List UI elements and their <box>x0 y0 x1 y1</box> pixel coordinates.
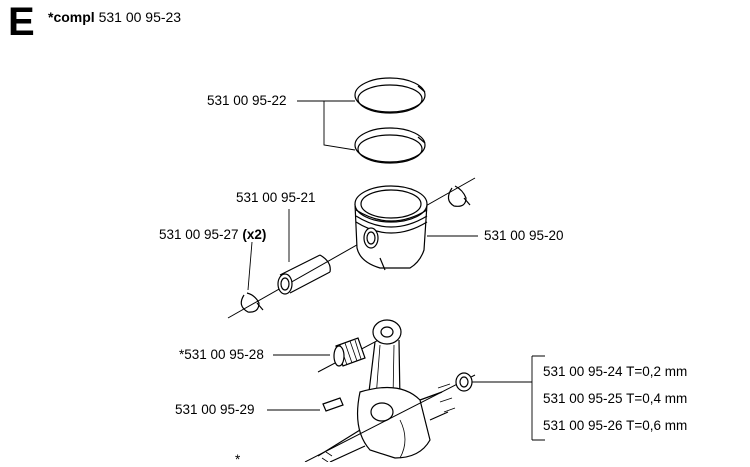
circlip-quantity: (x2) <box>242 227 267 242</box>
part-label-key: 531 00 95-29 <box>175 402 255 417</box>
shim-bracket <box>472 355 545 441</box>
compl-prefix: *compl <box>48 9 95 25</box>
crank-axis-line <box>304 374 476 462</box>
part-label-piston: 531 00 95-20 <box>484 228 564 243</box>
circlip-right-drawing <box>447 185 467 207</box>
circlip-left-drawing <box>240 292 260 313</box>
shim-washer-drawing <box>455 372 473 392</box>
part-label-shim-2: 531 00 95-25 T=0,4 mm <box>543 391 688 406</box>
part-label-shim-3: 531 00 95-26 T=0,6 mm <box>543 418 688 433</box>
part-label-circlip: 531 00 95-27 (x2) <box>159 228 266 242</box>
footnote-star: * <box>235 452 241 467</box>
part-label-bearing: *531 00 95-28 <box>179 347 264 362</box>
circlip-leader <box>247 241 253 291</box>
piston-drawing <box>354 185 428 271</box>
key-drawing <box>322 397 344 412</box>
circlip-part-number: 531 00 95-27 <box>159 227 239 242</box>
needle-bearing-drawing <box>317 334 389 373</box>
piston-axis-line <box>227 177 476 319</box>
piston-pin-drawing <box>277 254 331 295</box>
part-label-rings: 531 00 95-22 <box>207 93 287 108</box>
complete-assembly-label: *compl 531 00 95-23 <box>48 9 181 25</box>
piston-rings-drawing <box>354 77 426 164</box>
part-label-shim-1: 531 00 95-24 T=0,2 mm <box>543 364 688 379</box>
compl-part-number: 531 00 95-23 <box>98 9 182 25</box>
section-letter: E <box>8 0 35 44</box>
rings-leader <box>297 100 356 151</box>
part-label-pin: 531 00 95-21 <box>236 190 316 205</box>
